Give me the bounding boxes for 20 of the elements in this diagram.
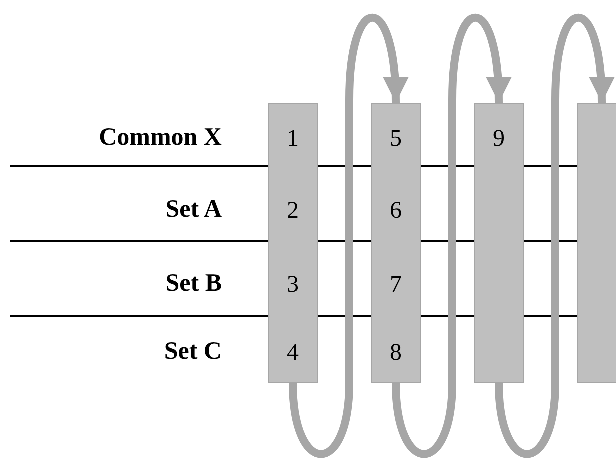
row-number: 4 (286, 340, 300, 366)
column-bar (371, 103, 421, 383)
row-number: 9 (492, 126, 506, 152)
column-bar (268, 103, 318, 383)
row-number: 2 (286, 198, 300, 224)
row-label: Common X (99, 124, 222, 152)
loop-arrow (289, 14, 408, 458)
row-number: 5 (389, 126, 403, 152)
row-label: Set A (166, 196, 222, 224)
row-number: 1 (286, 126, 300, 152)
row-label: Set C (164, 338, 222, 366)
loop-arrow (495, 14, 614, 458)
column-bar (474, 103, 524, 383)
row-label: Set B (166, 270, 222, 298)
row-number: 6 (389, 198, 403, 224)
row-number: 8 (389, 340, 403, 366)
row-number: 7 (389, 272, 403, 298)
row-number: 3 (286, 272, 300, 298)
column-bar (577, 103, 616, 383)
loop-arrow (392, 14, 512, 458)
